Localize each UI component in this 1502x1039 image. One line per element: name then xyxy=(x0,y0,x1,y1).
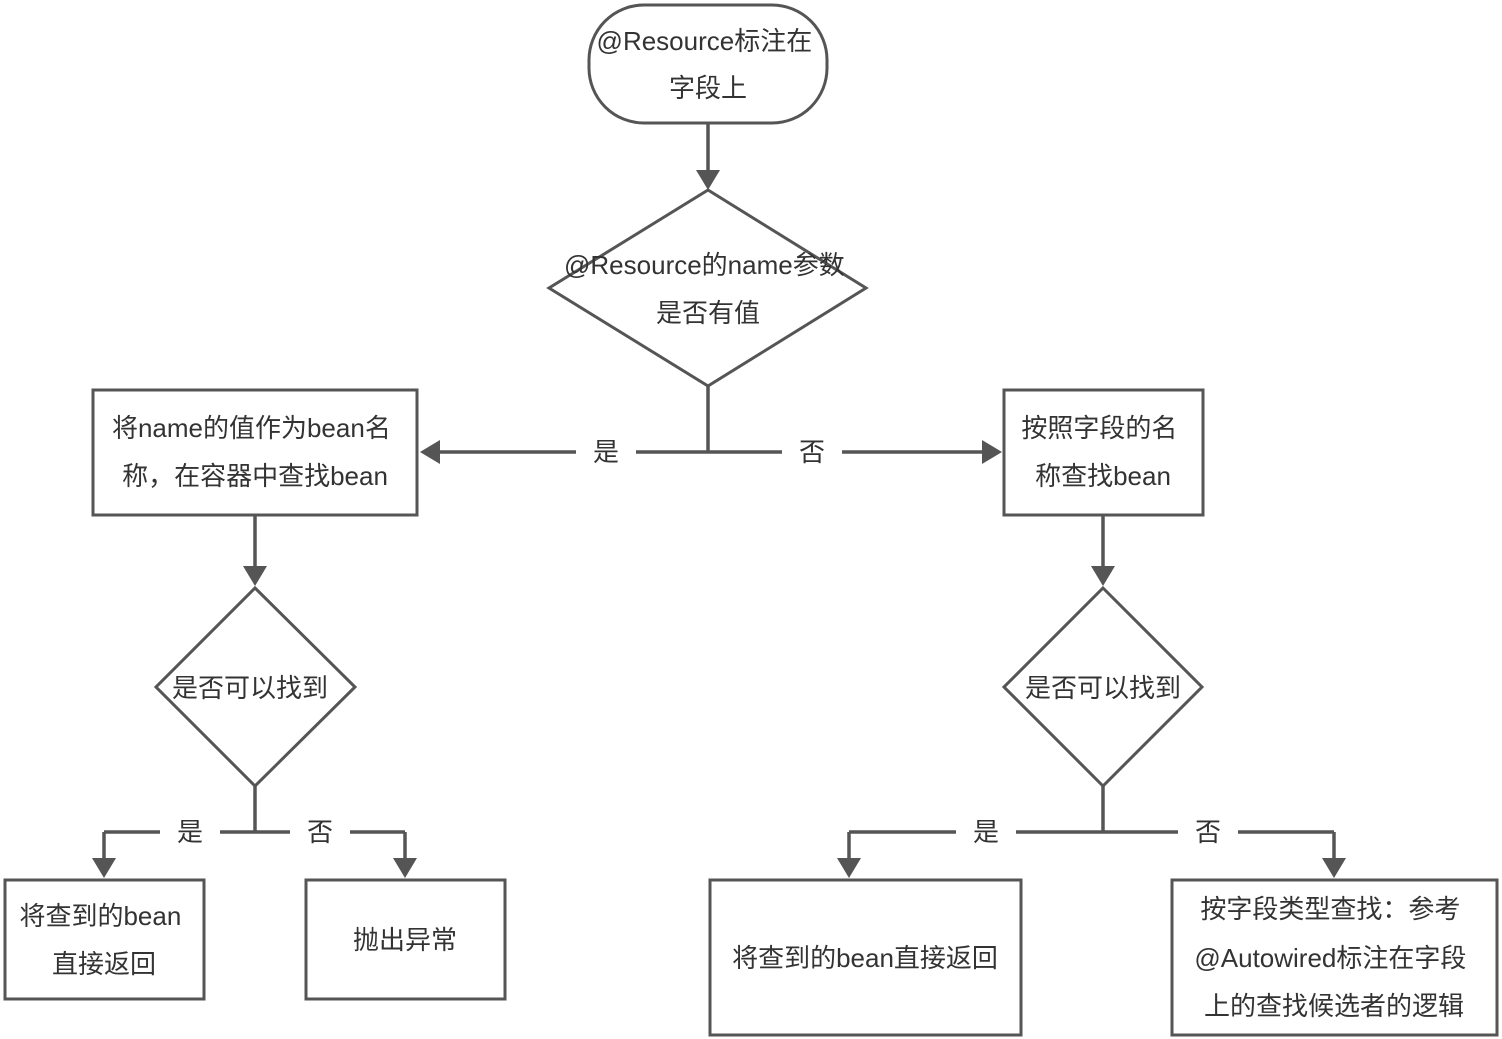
decision-found-left-text: 是否可以找到 xyxy=(172,673,328,703)
connectors xyxy=(92,124,1346,878)
arrow-start-to-decision xyxy=(696,170,720,190)
start-node-text: @Resource标注在 字段上 xyxy=(597,26,820,103)
decision-name-node: @Resource的name参数 是否有值 xyxy=(546,188,869,388)
return-right-text: 将查到的bean直接返回 xyxy=(732,943,998,973)
find-by-field-name-line-2: 称查找bean xyxy=(1035,461,1171,491)
decision-name-text: @Resource的name参数 是否有值 xyxy=(564,250,852,328)
label-top-yes: 是 xyxy=(593,437,619,467)
arrow-left-no xyxy=(393,858,417,878)
find-by-name-value-node: 将name的值作为bean名 称，在容器中查找bean xyxy=(91,388,419,517)
throw-exception-text: 抛出异常 xyxy=(353,925,457,955)
label-left-yes: 是 xyxy=(177,817,203,847)
arrow-top-no xyxy=(982,440,1002,464)
label-top-no: 否 xyxy=(799,437,825,467)
decision-name-line-1: @Resource的name参数 xyxy=(564,250,845,280)
edge-labels: 是 否 是 否 是 否 xyxy=(177,437,1221,847)
start-node-line-1: @Resource标注在 xyxy=(597,26,813,56)
find-by-field-name-text: 按照字段的名 称查找bean xyxy=(1021,413,1184,491)
label-right-yes: 是 xyxy=(973,817,999,847)
find-by-type-text: 按字段类型查找：参考 @Autowired标注在字段 上的查找候选者的逻辑 xyxy=(1194,894,1473,1021)
start-node: @Resource标注在 字段上 xyxy=(587,3,829,125)
throw-exception-node: 抛出异常 xyxy=(304,878,507,1001)
arrow-right-yes xyxy=(837,858,861,878)
label-left-no: 否 xyxy=(307,817,333,847)
find-by-field-name-line-1: 按照字段的名 xyxy=(1021,413,1177,443)
decision-found-right-node: 是否可以找到 xyxy=(1001,585,1205,789)
find-by-name-value-line-1: 将name的值作为bean名 xyxy=(112,413,391,443)
return-left-line-2: 直接返回 xyxy=(52,949,156,979)
find-by-name-value-line-2: 称，在容器中查找bean xyxy=(122,461,388,491)
arrow-right-box-to-decision xyxy=(1091,566,1115,586)
decision-name-line-2: 是否有值 xyxy=(656,298,760,328)
find-by-type-line-3: 上的查找候选者的逻辑 xyxy=(1204,991,1464,1021)
return-left-line-1: 将查到的bean xyxy=(19,901,181,931)
arrow-left-box-to-decision xyxy=(243,566,267,586)
arrow-right-no xyxy=(1322,858,1346,878)
return-left-node: 将查到的bean 直接返回 xyxy=(3,878,206,1001)
return-right-node: 将查到的bean直接返回 xyxy=(708,878,1023,1037)
arrow-top-yes xyxy=(420,440,440,464)
find-by-name-value-text: 将name的值作为bean名 称，在容器中查找bean xyxy=(112,413,398,491)
arrow-left-yes xyxy=(92,858,116,878)
decision-found-right-text: 是否可以找到 xyxy=(1025,673,1181,703)
find-by-type-line-2: @Autowired标注在字段 xyxy=(1194,943,1466,973)
find-by-type-node: 按字段类型查找：参考 @Autowired标注在字段 上的查找候选者的逻辑 xyxy=(1170,878,1499,1037)
start-node-line-2: 字段上 xyxy=(669,73,747,103)
return-left-text: 将查到的bean 直接返回 xyxy=(19,901,188,979)
decision-found-left-node: 是否可以找到 xyxy=(153,585,358,789)
find-by-type-line-1: 按字段类型查找：参考 xyxy=(1200,894,1460,924)
label-right-no: 否 xyxy=(1195,817,1221,847)
find-by-field-name-node: 按照字段的名 称查找bean xyxy=(1002,388,1205,517)
